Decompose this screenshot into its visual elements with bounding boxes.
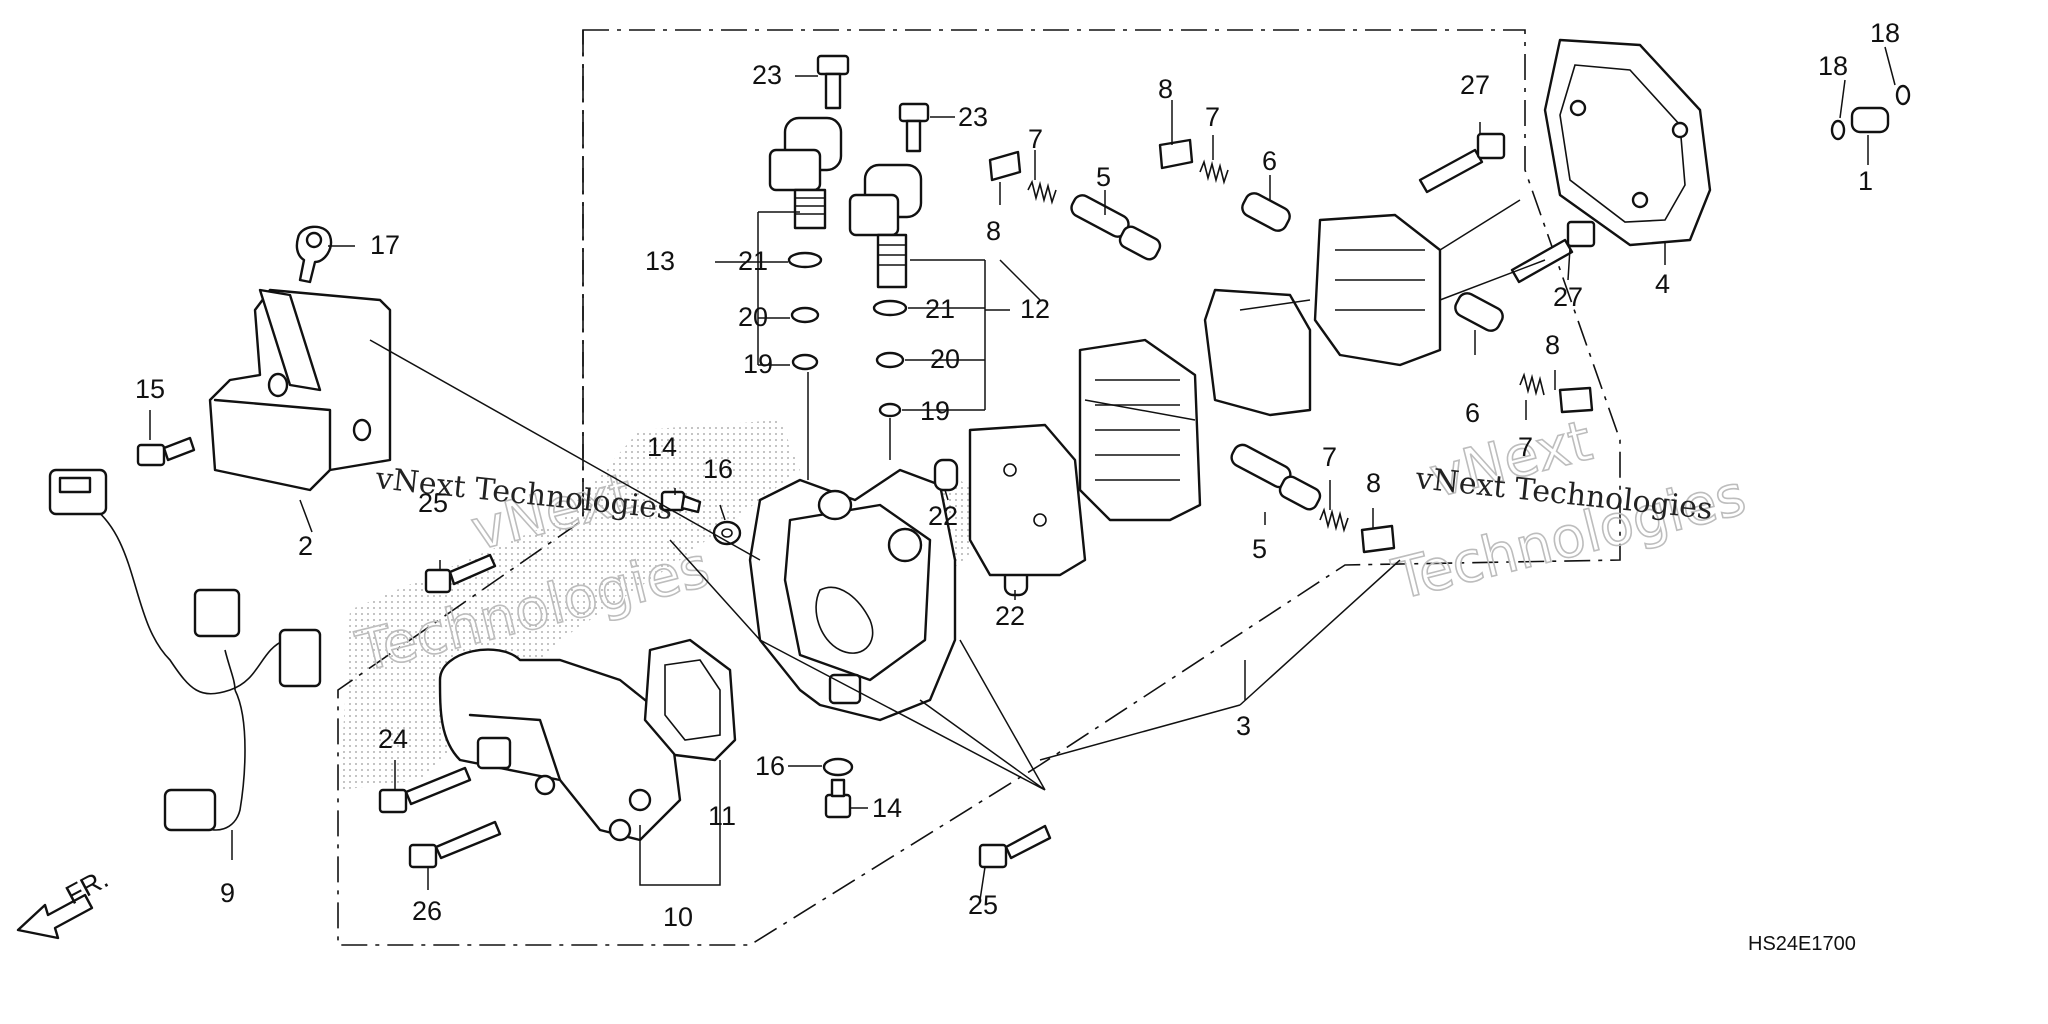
diagram-code: HS24E1700 bbox=[1748, 933, 1856, 955]
part-22-dowel-a bbox=[933, 458, 959, 492]
part-6-spool-b bbox=[1454, 292, 1504, 332]
washers-left bbox=[787, 251, 823, 371]
callout-18: 18 bbox=[1818, 51, 1848, 81]
callout-22: 22 bbox=[995, 601, 1025, 631]
part-8-retainer-a bbox=[988, 150, 1022, 182]
part-23-bolt-b bbox=[898, 102, 930, 153]
valve-body-upper bbox=[1313, 213, 1442, 367]
callout-labels: 23 23 13 21 20 19 21 12 20 19 17 15 2 14… bbox=[135, 18, 1900, 932]
callout-19: 19 bbox=[920, 396, 950, 426]
callout-13: 13 bbox=[645, 246, 675, 276]
callout-8: 8 bbox=[986, 216, 1001, 246]
callout-25: 25 bbox=[418, 488, 448, 518]
callout-14: 14 bbox=[647, 432, 677, 462]
part-5-spool-a bbox=[1070, 194, 1162, 261]
part-16-washer-bottom bbox=[822, 757, 854, 777]
valve-body bbox=[748, 468, 957, 722]
callout-1: 1 bbox=[1858, 166, 1873, 196]
part-23-bolt-a bbox=[816, 54, 850, 110]
callout-27: 27 bbox=[1553, 282, 1583, 312]
part-18-washer-b bbox=[1895, 84, 1911, 106]
part-7-spring-a bbox=[1027, 179, 1057, 205]
part-7-spring-d bbox=[1319, 507, 1349, 533]
part-10-solenoid bbox=[438, 648, 682, 842]
callout-21: 21 bbox=[738, 246, 768, 276]
callout-7: 7 bbox=[1028, 124, 1043, 154]
part-25-bolt-bottom bbox=[978, 824, 1052, 869]
front-direction-arrow: FR. bbox=[16, 863, 113, 940]
callout-8: 8 bbox=[1366, 468, 1381, 498]
callout-6: 6 bbox=[1465, 398, 1480, 428]
part-7-spring-b bbox=[1199, 159, 1229, 185]
part-13-solenoid bbox=[768, 116, 843, 230]
part-6-spool-a bbox=[1241, 192, 1291, 232]
part-27-bolt-a bbox=[1418, 132, 1506, 194]
callout-7: 7 bbox=[1205, 102, 1220, 132]
part-18-washer-a bbox=[1830, 119, 1846, 141]
callout-2: 2 bbox=[298, 531, 313, 561]
callout-9: 9 bbox=[220, 878, 235, 908]
callout-20: 20 bbox=[738, 302, 768, 332]
callout-21: 21 bbox=[925, 294, 955, 324]
part-27-bolt-b bbox=[1510, 220, 1596, 284]
callout-14: 14 bbox=[872, 793, 902, 823]
callout-8: 8 bbox=[1158, 74, 1173, 104]
callout-16: 16 bbox=[703, 454, 733, 484]
part-25-bolt-left bbox=[424, 553, 497, 594]
callout-25: 25 bbox=[968, 890, 998, 920]
callout-5: 5 bbox=[1252, 534, 1267, 564]
part-15-bolt bbox=[136, 436, 196, 467]
part-9-harness bbox=[48, 468, 322, 832]
part-4-gasket bbox=[1543, 38, 1712, 247]
part-11-gasket bbox=[643, 638, 737, 762]
callout-5: 5 bbox=[1096, 162, 1111, 192]
washers-right bbox=[872, 299, 908, 418]
callout-7: 7 bbox=[1518, 432, 1533, 462]
part-8-retainer-b bbox=[1158, 138, 1194, 170]
callout-15: 15 bbox=[135, 374, 165, 404]
callout-23: 23 bbox=[752, 60, 782, 90]
separator-plate-center bbox=[968, 423, 1087, 577]
assembly-boundary bbox=[337, 29, 1621, 946]
callout-12: 12 bbox=[1020, 294, 1050, 324]
callout-11: 11 bbox=[708, 801, 736, 831]
part-5-spool-b bbox=[1230, 443, 1322, 511]
part-14-bolt-top bbox=[660, 490, 702, 514]
part-14-bolt-bottom bbox=[824, 778, 852, 819]
callout-7: 7 bbox=[1322, 442, 1337, 472]
callout-4: 4 bbox=[1655, 269, 1670, 299]
callout-20: 20 bbox=[930, 344, 960, 374]
callout-26: 26 bbox=[412, 896, 442, 926]
callout-23: 23 bbox=[958, 102, 988, 132]
part-17-clip bbox=[295, 225, 333, 284]
callout-17: 17 bbox=[370, 230, 400, 260]
part-7-spring-c bbox=[1519, 372, 1545, 397]
callout-24: 24 bbox=[378, 724, 408, 754]
callout-3: 3 bbox=[1236, 711, 1251, 741]
part-8-retainer-c bbox=[1558, 386, 1594, 414]
part-2-cover bbox=[208, 288, 392, 492]
callout-22: 22 bbox=[928, 501, 958, 531]
callout-18: 18 bbox=[1870, 18, 1900, 48]
callout-19: 19 bbox=[743, 349, 773, 379]
callout-10: 10 bbox=[663, 902, 693, 932]
leader-lines bbox=[149, 46, 1896, 901]
part-26-bolt bbox=[408, 820, 502, 869]
callout-8: 8 bbox=[1545, 330, 1560, 360]
part-8-retainer-d bbox=[1360, 524, 1396, 554]
part-24-bolt bbox=[378, 766, 472, 814]
part-1-plug bbox=[1850, 106, 1890, 134]
callout-16: 16 bbox=[755, 751, 785, 781]
callout-27: 27 bbox=[1460, 70, 1490, 100]
separator-plate-upper bbox=[1203, 288, 1312, 417]
valve-body-middle bbox=[1078, 338, 1202, 522]
callout-6: 6 bbox=[1262, 146, 1277, 176]
part-12-solenoid bbox=[848, 163, 923, 289]
